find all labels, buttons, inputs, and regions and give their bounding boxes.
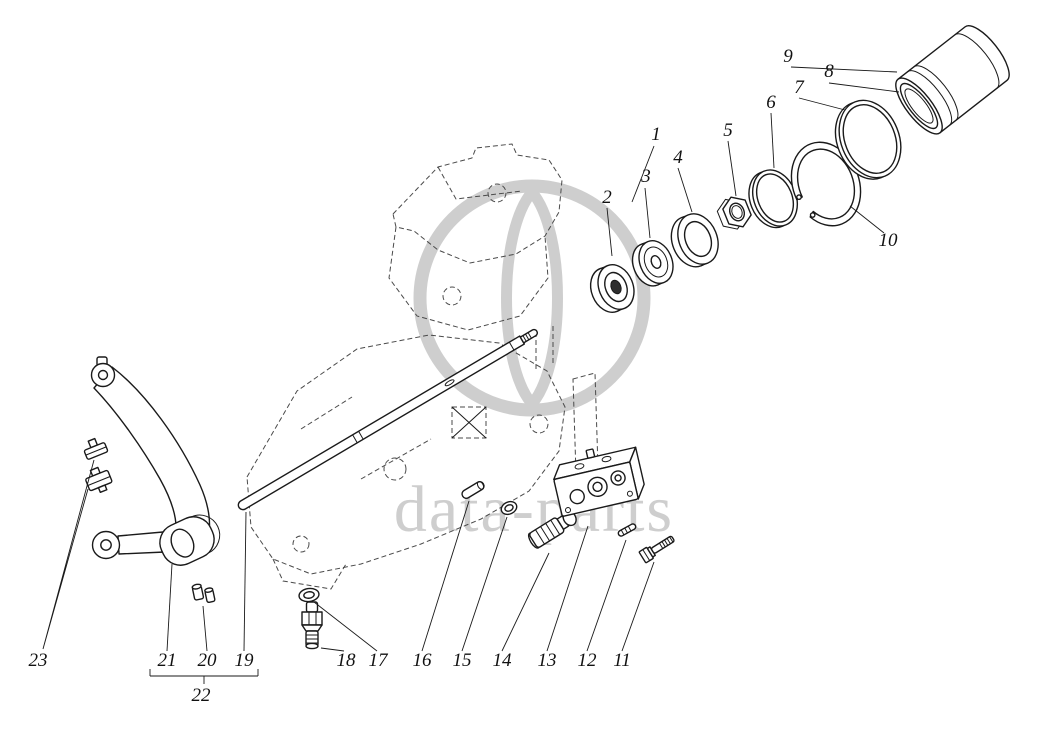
- callout-23: 23: [29, 650, 48, 671]
- callout-20: 20: [198, 650, 218, 671]
- part-19-shift-shaft: [237, 328, 538, 511]
- part-17-seal-ring: [298, 587, 320, 603]
- part-10-snap-ring: [790, 141, 862, 227]
- part-12-pin: [617, 523, 637, 537]
- callout-12: 12: [578, 650, 598, 671]
- part-16-pin: [461, 481, 485, 499]
- callout-11: 11: [613, 650, 631, 671]
- part-18-breather-fitting: [301, 601, 323, 650]
- callout-1: 1: [651, 124, 661, 145]
- callout-21: 21: [158, 650, 177, 671]
- callout-7: 7: [794, 77, 805, 98]
- part-6-washer-ring: [748, 169, 798, 229]
- part-11-bolt: [638, 535, 675, 564]
- callout-3: 3: [640, 166, 651, 187]
- callout-8: 8: [824, 61, 834, 82]
- part-4-seal-ring: [670, 213, 719, 268]
- part-5-nut: [716, 196, 752, 230]
- callout-5: 5: [723, 120, 733, 141]
- part-20-studs: [191, 583, 216, 604]
- callout-10: 10: [879, 230, 899, 251]
- part-21-shift-fork: [90, 356, 221, 566]
- part-13-valve-block: [553, 446, 645, 517]
- callout-labels: 1 2 3 4 5 6 7 8 9 10 11 12 13 14 15 16 1…: [29, 46, 899, 706]
- callout-18: 18: [337, 650, 357, 671]
- callout-9: 9: [783, 46, 793, 67]
- callout-19: 19: [235, 650, 255, 671]
- callout-14: 14: [493, 650, 513, 671]
- part-8-cylinder-cup: [895, 25, 1010, 135]
- part-2-cup-seal: [589, 264, 635, 313]
- part-3-piston-disc: [631, 240, 674, 287]
- part-23-clamp-pieces: [83, 437, 113, 494]
- part-15-ring: [500, 500, 518, 516]
- group-bracket-22: [149, 669, 259, 684]
- leader-lines: [42, 66, 900, 652]
- callout-15: 15: [453, 650, 472, 671]
- callout-13: 13: [538, 650, 557, 671]
- callout-2: 2: [602, 187, 612, 208]
- part-7-large-ring: [834, 99, 902, 180]
- callout-17: 17: [369, 650, 390, 671]
- callout-4: 4: [673, 147, 683, 168]
- callout-16: 16: [413, 650, 433, 671]
- callout-22: 22: [192, 685, 212, 706]
- callout-6: 6: [766, 92, 776, 113]
- watermark-lens: [501, 183, 563, 413]
